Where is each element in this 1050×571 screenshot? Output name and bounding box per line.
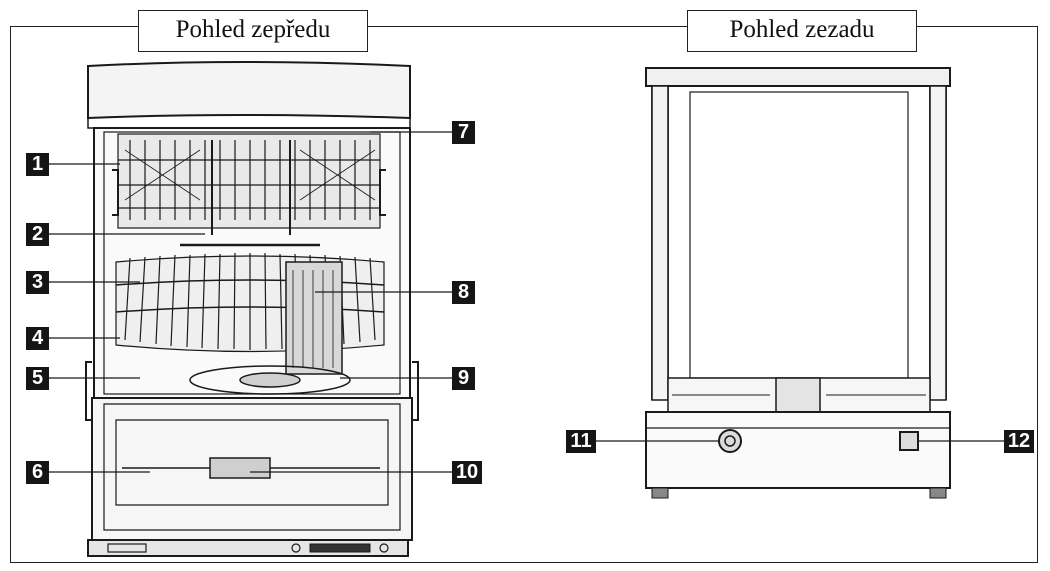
front-leader-lines xyxy=(48,131,452,473)
callout-3: 3 xyxy=(26,271,49,294)
callout-9: 9 xyxy=(452,367,475,390)
drain-hose-port xyxy=(899,431,919,451)
water-inlet-port xyxy=(718,429,742,453)
callout-11: 11 xyxy=(566,430,596,453)
callout-4: 4 xyxy=(26,327,49,350)
lower-rack xyxy=(115,252,385,353)
callout-5: 5 xyxy=(26,367,49,390)
upper-rack xyxy=(117,133,381,235)
callout-8: 8 xyxy=(452,281,475,304)
front-view-title: Pohled zepředu xyxy=(138,10,368,52)
callout-7: 7 xyxy=(452,121,475,144)
callout-10: 10 xyxy=(452,461,482,484)
rear-view-drawing xyxy=(645,67,951,499)
detergent-dispenser xyxy=(209,457,271,479)
callout-2: 2 xyxy=(26,223,49,246)
callout-1: 1 xyxy=(26,153,49,176)
cutlery-basket xyxy=(285,261,343,375)
front-view-drawing xyxy=(85,61,419,557)
callout-6: 6 xyxy=(26,461,49,484)
callout-12: 12 xyxy=(1004,430,1034,453)
rear-view-title: Pohled zezadu xyxy=(687,10,917,52)
diagram-frame xyxy=(10,26,1038,563)
